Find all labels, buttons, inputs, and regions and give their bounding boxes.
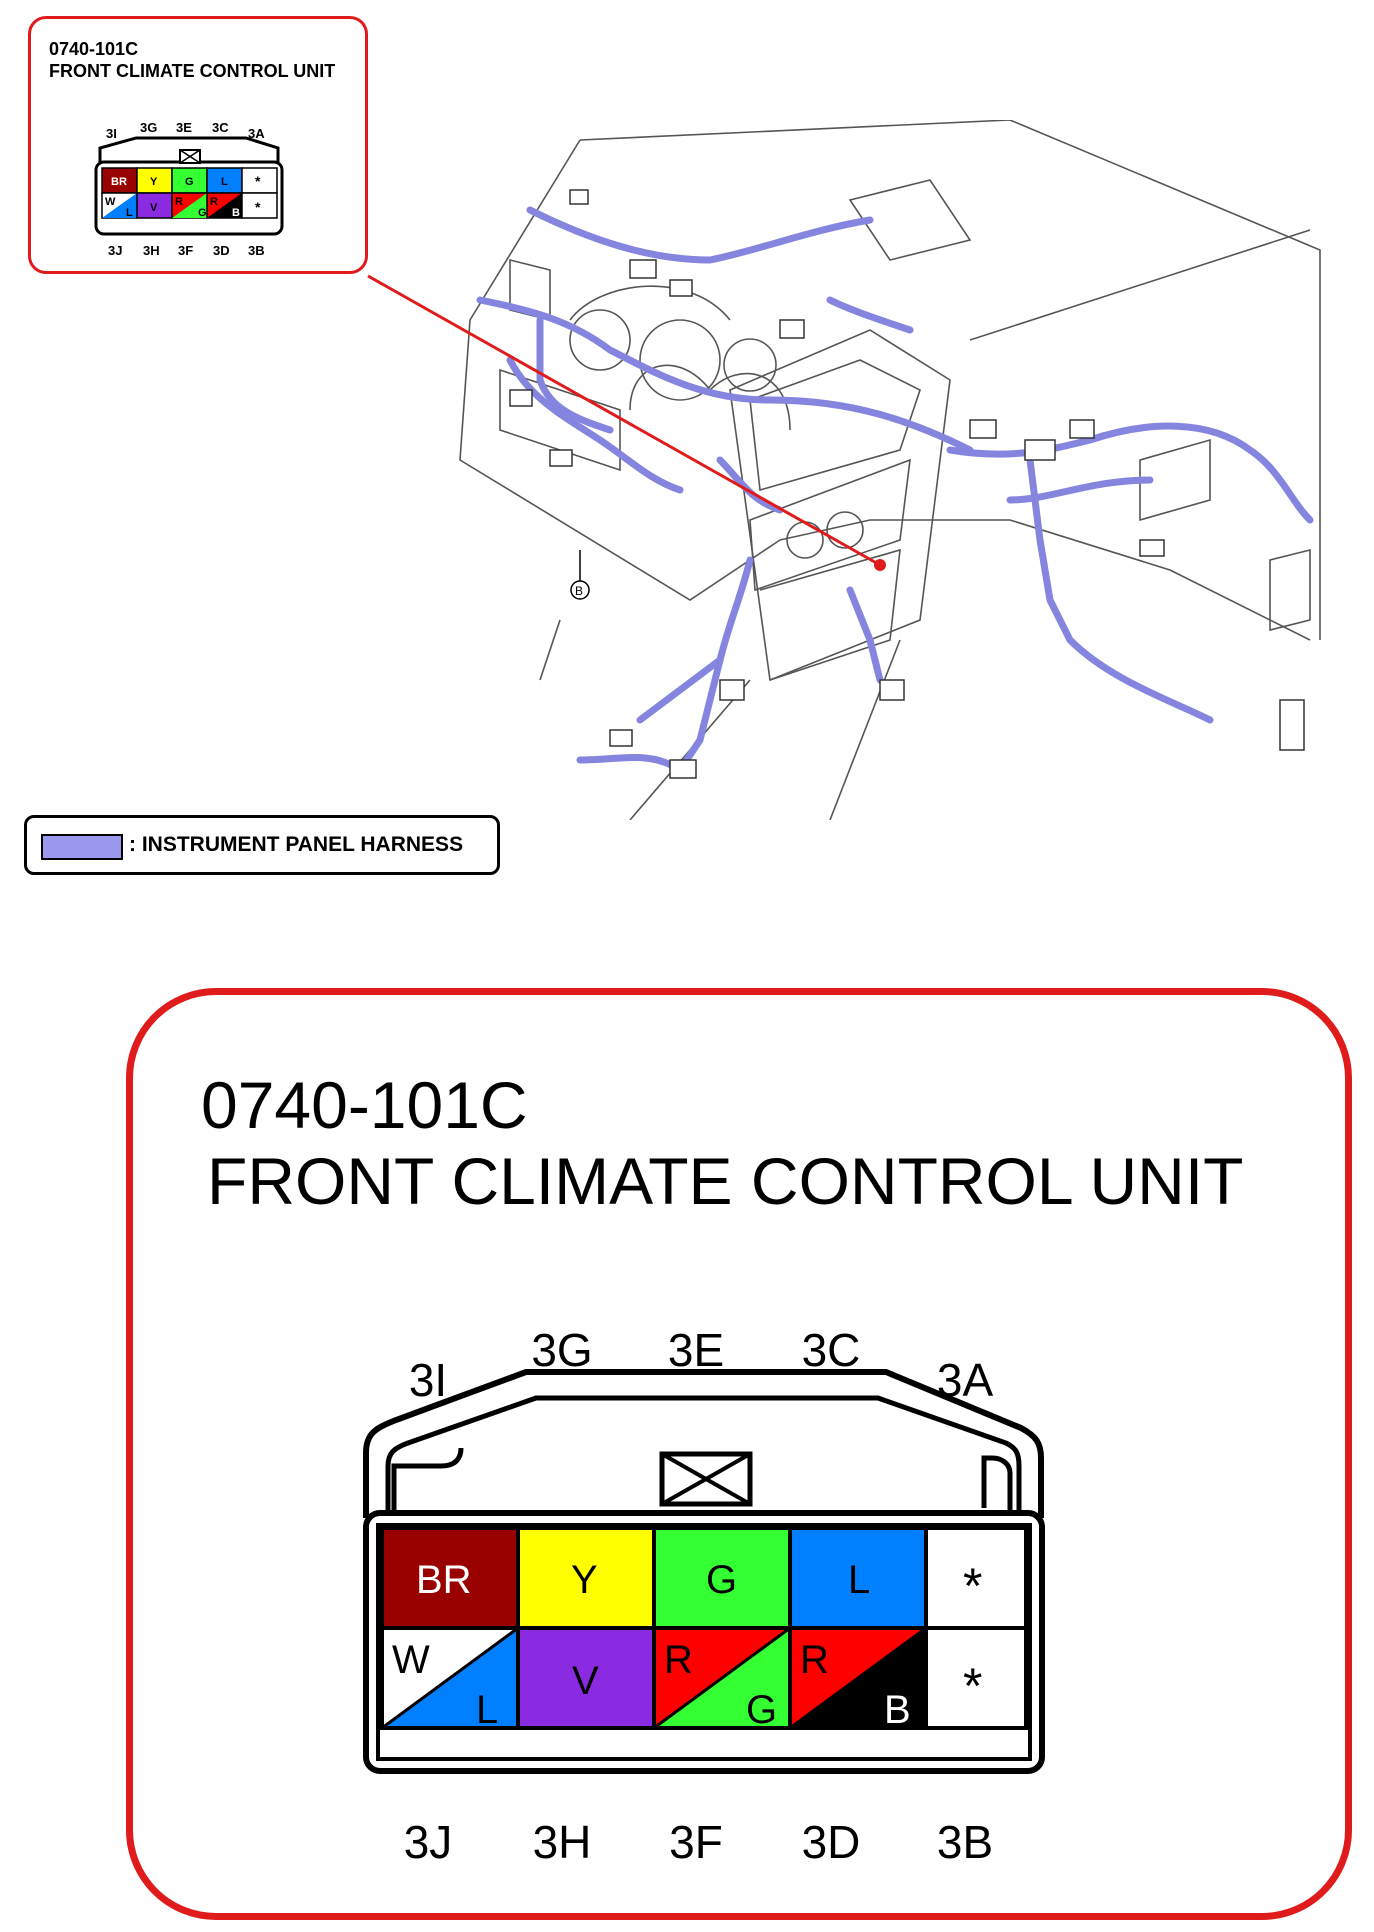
small-cell-3D-a: R (210, 196, 218, 208)
large-connector-callout: 0740-101C FRONT CLIMATE CONTROL UNIT 3I … (126, 988, 1352, 1920)
pin-label-3G: 3G (531, 1324, 593, 1376)
harness-legend-label: : INSTRUMENT PANEL HARNESS (129, 833, 464, 856)
cell-3H-color: V (572, 1659, 599, 1703)
small-cell-3F-b: G (198, 207, 207, 219)
cell-3D-color-b: B (884, 1688, 911, 1732)
cell-3G-color: Y (571, 1558, 598, 1602)
connector-code: 0740-101C (201, 1068, 528, 1142)
small-cell-3C: L (221, 176, 228, 188)
small-pin-3C: 3C (212, 120, 229, 135)
cell-3C-color: L (848, 1558, 870, 1602)
small-cell-3A: * (255, 173, 261, 189)
pin-label-3H: 3H (532, 1816, 592, 1868)
small-pin-3A: 3A (248, 126, 265, 141)
small-cell-3J-a: W (105, 196, 116, 208)
small-pin-3H: 3H (143, 243, 160, 258)
small-connector-diagram: 3I 3G 3E 3C 3A (94, 120, 284, 258)
cell-3J-color-a: W (392, 1638, 430, 1682)
cell-3D-color-a: R (800, 1638, 829, 1682)
cell-3A-mark: * (963, 1558, 982, 1614)
cell-3B-mark: * (963, 1658, 982, 1714)
pin-label-3J: 3J (403, 1816, 453, 1868)
ground-marker-label: B (575, 584, 583, 598)
small-cell-3J-b: L (126, 207, 133, 219)
connector-name: FRONT CLIMATE CONTROL UNIT (207, 1144, 1244, 1218)
small-connector-code: 0740-101C (49, 39, 139, 59)
pin-label-3C: 3C (801, 1324, 861, 1376)
pin-label-3F: 3F (669, 1816, 723, 1868)
small-connector-name: FRONT CLIMATE CONTROL UNIT (49, 61, 336, 81)
harness-legend: : INSTRUMENT PANEL HARNESS (24, 815, 500, 875)
instrument-panel-drawing: B (459, 120, 1321, 820)
cell-3F-color-a: R (664, 1638, 693, 1682)
small-pin-3F: 3F (178, 243, 193, 258)
connector-face-diagram: BR Y G L * W L V R G R B * (363, 1369, 1045, 1774)
pin-label-3I: 3I (408, 1354, 448, 1406)
small-pin-3J: 3J (108, 243, 122, 258)
small-cell-3E: G (185, 176, 194, 188)
small-pin-3E: 3E (176, 120, 192, 135)
cell-3F-color-b: G (746, 1688, 777, 1732)
small-cell-3B: * (255, 199, 261, 215)
small-pin-3I: 3I (106, 126, 117, 141)
harness-legend-swatch (41, 834, 123, 860)
small-cell-3D-b: B (232, 207, 240, 219)
small-cell-3G: Y (150, 176, 158, 188)
cell-3E-color: G (706, 1558, 737, 1602)
cell-3J-color-b: L (476, 1688, 498, 1732)
small-cell-3F-a: R (175, 196, 183, 208)
small-connector-callout: 0740-101C FRONT CLIMATE CONTROL UNIT 3I … (28, 16, 368, 274)
small-cell-3H: V (150, 202, 158, 214)
small-cell-3I: BR (111, 176, 127, 188)
pin-label-3B: 3B (936, 1816, 994, 1868)
small-pin-3D: 3D (213, 243, 230, 258)
cell-3I-color: BR (416, 1558, 472, 1602)
pin-label-3D: 3D (801, 1816, 861, 1868)
small-pin-3B: 3B (248, 243, 265, 258)
pin-label-3E: 3E (667, 1324, 725, 1376)
small-pin-3G: 3G (140, 120, 157, 135)
